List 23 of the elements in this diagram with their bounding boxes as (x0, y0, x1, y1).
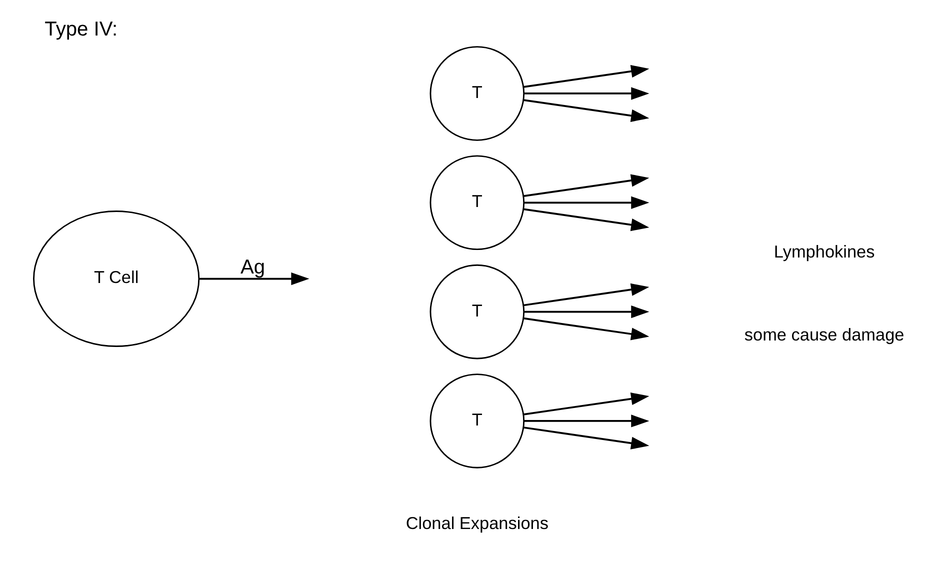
label: Clonal Expansions (405, 512, 548, 533)
arrow (522, 99, 649, 122)
label: Lymphokines (773, 241, 874, 262)
arrow (522, 317, 649, 340)
arrow (522, 174, 649, 198)
node-circle: T (429, 46, 524, 141)
arrow (524, 414, 649, 428)
arrow (522, 392, 649, 416)
arrow (522, 208, 649, 232)
node-circle: T (429, 374, 524, 468)
arrow (522, 65, 649, 88)
arrow (522, 283, 649, 306)
node-ellipse: T Cell (32, 210, 200, 347)
arrow (524, 87, 649, 100)
arrow (524, 196, 649, 209)
arrow (522, 426, 649, 450)
arrow (198, 272, 309, 286)
diagram-title: Type IV: (44, 18, 118, 41)
node-circle: T (429, 264, 524, 360)
label: some cause damage (744, 324, 904, 345)
arrow (524, 305, 649, 318)
edge-label: Ag (240, 256, 265, 278)
node-circle: T (429, 155, 524, 250)
